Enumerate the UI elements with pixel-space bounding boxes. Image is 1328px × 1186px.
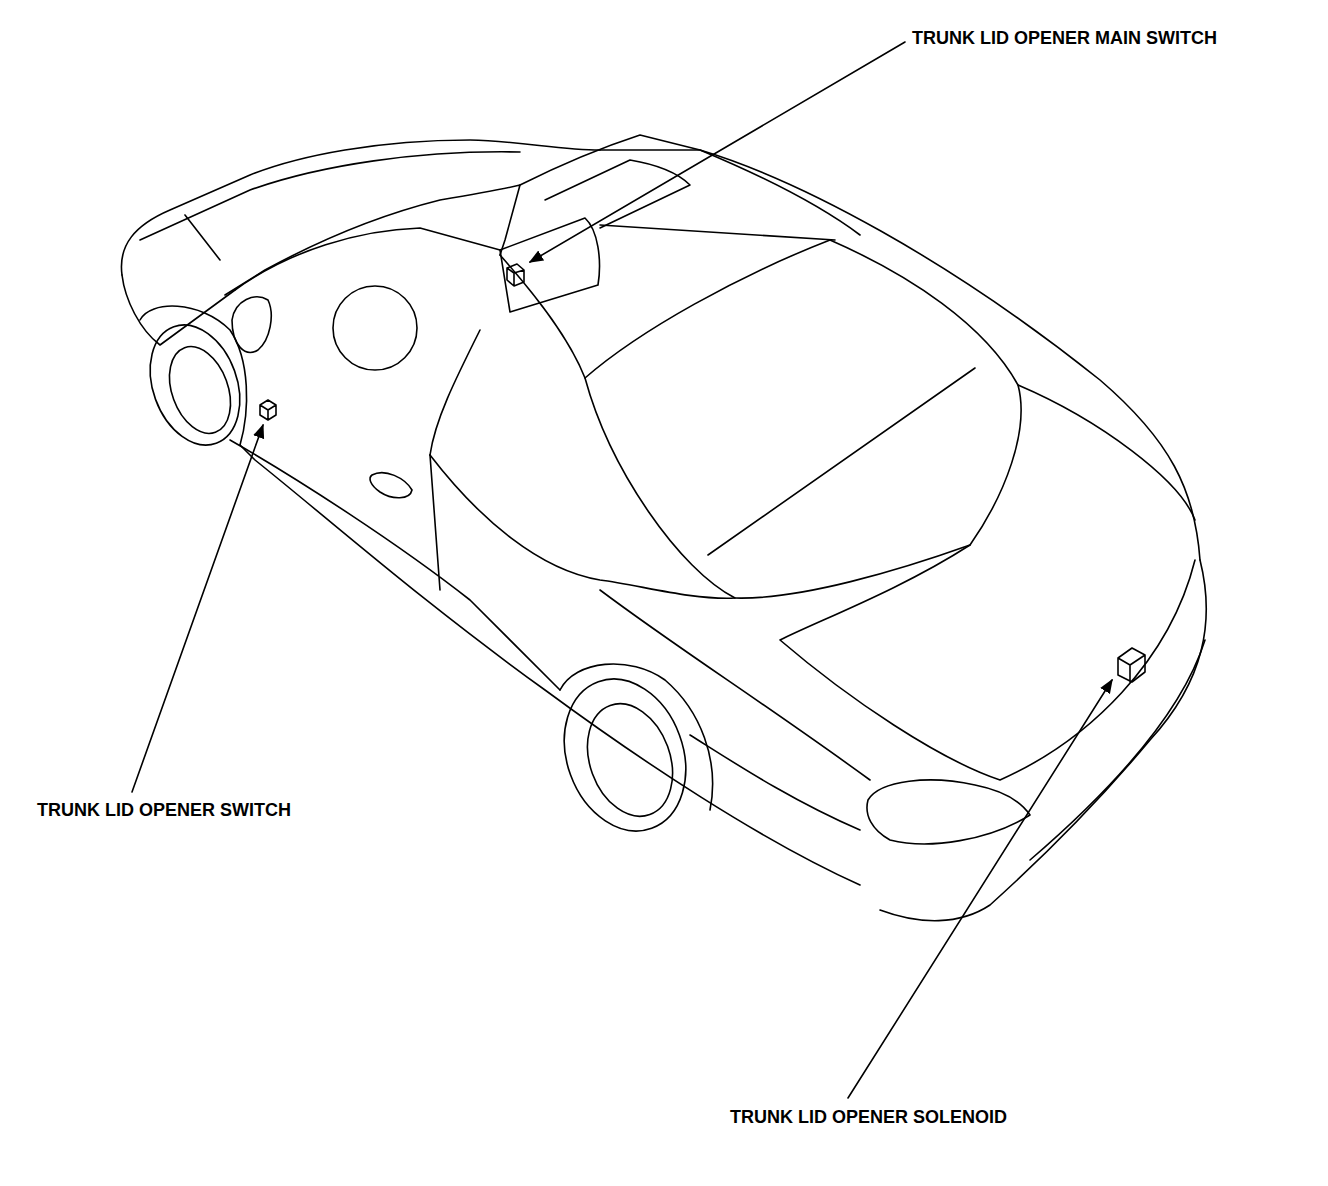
front-wheel: [134, 312, 255, 457]
b-pillar: [430, 330, 480, 455]
tail-light: [867, 780, 1030, 844]
part-label: TRUNK LID OPENER MAIN SWITCH: [910, 27, 1219, 49]
windshield: [225, 185, 520, 295]
part-label: TRUNK LID OPENER SWITCH: [35, 799, 293, 821]
roof-panel: [600, 225, 835, 240]
trunk-lid: [780, 545, 1195, 780]
rear-window: [585, 240, 1021, 598]
front-wheel-arch: [140, 306, 247, 445]
front-wheel-rim: [158, 338, 241, 442]
rear-wheel-rim: [573, 692, 688, 828]
bumper-line: [1030, 640, 1205, 860]
body-top-line: [600, 150, 1200, 560]
door-panel: [500, 218, 599, 312]
hood-outline: [121, 140, 600, 275]
opener-switch-icon: [260, 400, 276, 420]
rear-deck: [1018, 385, 1195, 520]
rear-wheel-arch: [560, 664, 713, 810]
leader-line: [132, 425, 263, 792]
door-frame: [235, 228, 500, 290]
part-label: TRUNK LID OPENER SOLENOID: [728, 1106, 1009, 1128]
hood-crease: [185, 215, 220, 260]
side-window-line: [430, 455, 735, 598]
leader-line: [530, 42, 905, 262]
main-switch-icon: [507, 264, 524, 286]
rocker-line: [240, 445, 860, 885]
c-pillar: [500, 255, 585, 378]
door-side: [230, 440, 560, 690]
front-fender: [122, 275, 235, 345]
solenoid-icon: [1118, 648, 1145, 682]
rear-bumper: [880, 560, 1206, 921]
rear-wheel: [544, 662, 706, 848]
leader-line: [848, 680, 1112, 1098]
sunroof: [545, 160, 690, 228]
rear-window-line: [708, 368, 975, 555]
door-handle: [370, 473, 412, 498]
steering-wheel: [333, 286, 417, 370]
